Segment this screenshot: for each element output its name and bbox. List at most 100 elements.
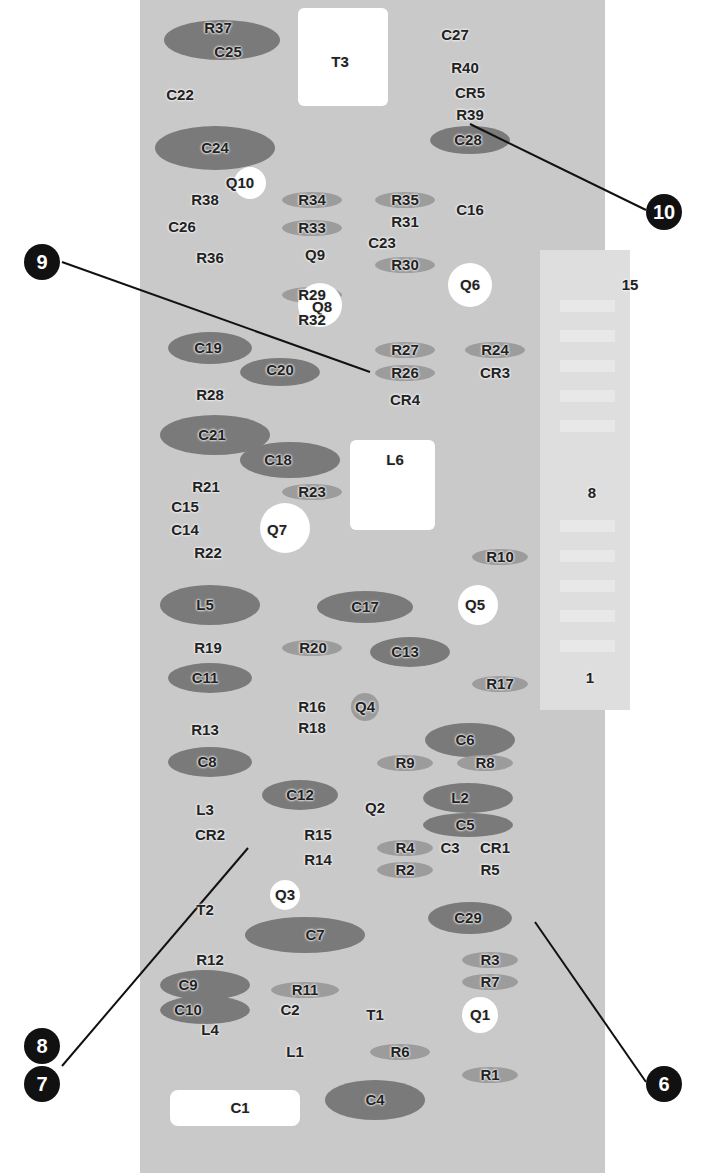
part-label: C8 — [197, 754, 216, 771]
part-label: Q3 — [275, 887, 295, 904]
part-label: CR4 — [390, 392, 420, 409]
part-label: C1 — [230, 1100, 249, 1117]
part-label: R38 — [191, 192, 219, 209]
part-label: C24 — [201, 140, 229, 157]
part-label: R26 — [391, 365, 419, 382]
part-label: R19 — [194, 640, 222, 657]
part-label: Q1 — [470, 1007, 490, 1024]
part-label: L5 — [196, 597, 214, 614]
part-label: R7 — [480, 974, 499, 991]
part-label: R39 — [456, 107, 484, 124]
part-label: L2 — [451, 790, 469, 807]
part-label: 1 — [586, 670, 594, 687]
part-label: R21 — [192, 479, 220, 496]
part-label: R13 — [191, 722, 219, 739]
part-label: R12 — [196, 952, 224, 969]
part-label: T1 — [366, 1007, 384, 1024]
part-label: L4 — [201, 1022, 219, 1039]
part-label: Q5 — [465, 597, 485, 614]
part-label: T3 — [331, 54, 349, 71]
part-label: C12 — [286, 787, 314, 804]
part-label: C21 — [198, 427, 226, 444]
part-label: 15 — [622, 277, 639, 294]
part-label: C27 — [441, 27, 469, 44]
part-label: C19 — [194, 340, 222, 357]
part-label: R10 — [486, 549, 514, 566]
part-label: R17 — [486, 676, 514, 693]
part-label: R31 — [391, 214, 419, 231]
part-label: R9 — [395, 755, 414, 772]
part-label: R5 — [480, 862, 499, 879]
part-label: C16 — [456, 202, 484, 219]
part-label: Q2 — [365, 800, 385, 817]
part-label: C9 — [178, 977, 197, 994]
part-label: C22 — [166, 87, 194, 104]
part-label: R8 — [475, 755, 494, 772]
part-label: T2 — [196, 902, 214, 919]
part-label: R22 — [194, 545, 222, 562]
part-label: C4 — [365, 1092, 384, 1109]
part-label: R34 — [298, 192, 326, 209]
part-label: Q10 — [226, 175, 254, 192]
part-label: L3 — [196, 802, 214, 819]
part-label: L6 — [386, 452, 404, 469]
part-label: C29 — [454, 910, 482, 927]
part-label: R6 — [390, 1044, 409, 1061]
part-label: R30 — [391, 257, 419, 274]
part-label: R35 — [391, 192, 419, 209]
part-label: R3 — [480, 952, 499, 969]
part-label: C13 — [391, 644, 419, 661]
part-label: Q4 — [355, 699, 375, 716]
part-label: R37 — [204, 20, 232, 37]
part-label: R23 — [298, 484, 326, 501]
part-label: CR2 — [195, 827, 225, 844]
part-label: R36 — [196, 250, 224, 267]
part-label: R27 — [391, 342, 419, 359]
part-label: C10 — [174, 1002, 202, 1019]
part-label: C25 — [214, 44, 242, 61]
part-label: R32 — [298, 312, 326, 329]
part-label: C7 — [305, 927, 324, 944]
part-label: C3 — [440, 840, 459, 857]
part-label: CR3 — [480, 365, 510, 382]
callout-number: 8 — [24, 1028, 60, 1064]
part-label: R33 — [298, 220, 326, 237]
part-label: R1 — [480, 1067, 499, 1084]
part-label: R4 — [395, 840, 414, 857]
part-label: C23 — [368, 235, 396, 252]
part-label: Q9 — [305, 247, 325, 264]
part-label: R24 — [481, 342, 509, 359]
part-label: L1 — [286, 1044, 304, 1061]
part-label: CR1 — [480, 840, 510, 857]
callout-number: 9 — [24, 244, 60, 280]
part-label: C17 — [351, 599, 379, 616]
part-label: R11 — [292, 982, 319, 999]
part-label: C6 — [455, 732, 474, 749]
part-label: Q7 — [267, 522, 287, 539]
part-label: R14 — [304, 852, 332, 869]
part-label: C2 — [280, 1002, 299, 1019]
part-label: 8 — [588, 485, 596, 502]
part-label: Q6 — [460, 277, 480, 294]
part-label: C15 — [171, 499, 199, 516]
part-label: C5 — [455, 817, 474, 834]
part-label: C18 — [264, 452, 292, 469]
callout-number: 10 — [646, 194, 682, 230]
part-label: R28 — [196, 387, 224, 404]
callout-number: 6 — [646, 1066, 682, 1102]
part-label: C11 — [192, 670, 219, 687]
callout-number: 7 — [24, 1066, 60, 1102]
part-label: C28 — [454, 132, 482, 149]
part-label: R2 — [395, 862, 414, 879]
part-label: R20 — [299, 640, 327, 657]
part-label: R40 — [451, 60, 479, 77]
part-label: R16 — [298, 699, 326, 716]
part-label: C26 — [168, 219, 196, 236]
part-label: C20 — [266, 362, 294, 379]
part-label: C14 — [171, 522, 199, 539]
part-label: R15 — [304, 827, 332, 844]
part-label: CR5 — [455, 85, 485, 102]
part-label: R18 — [298, 720, 326, 737]
